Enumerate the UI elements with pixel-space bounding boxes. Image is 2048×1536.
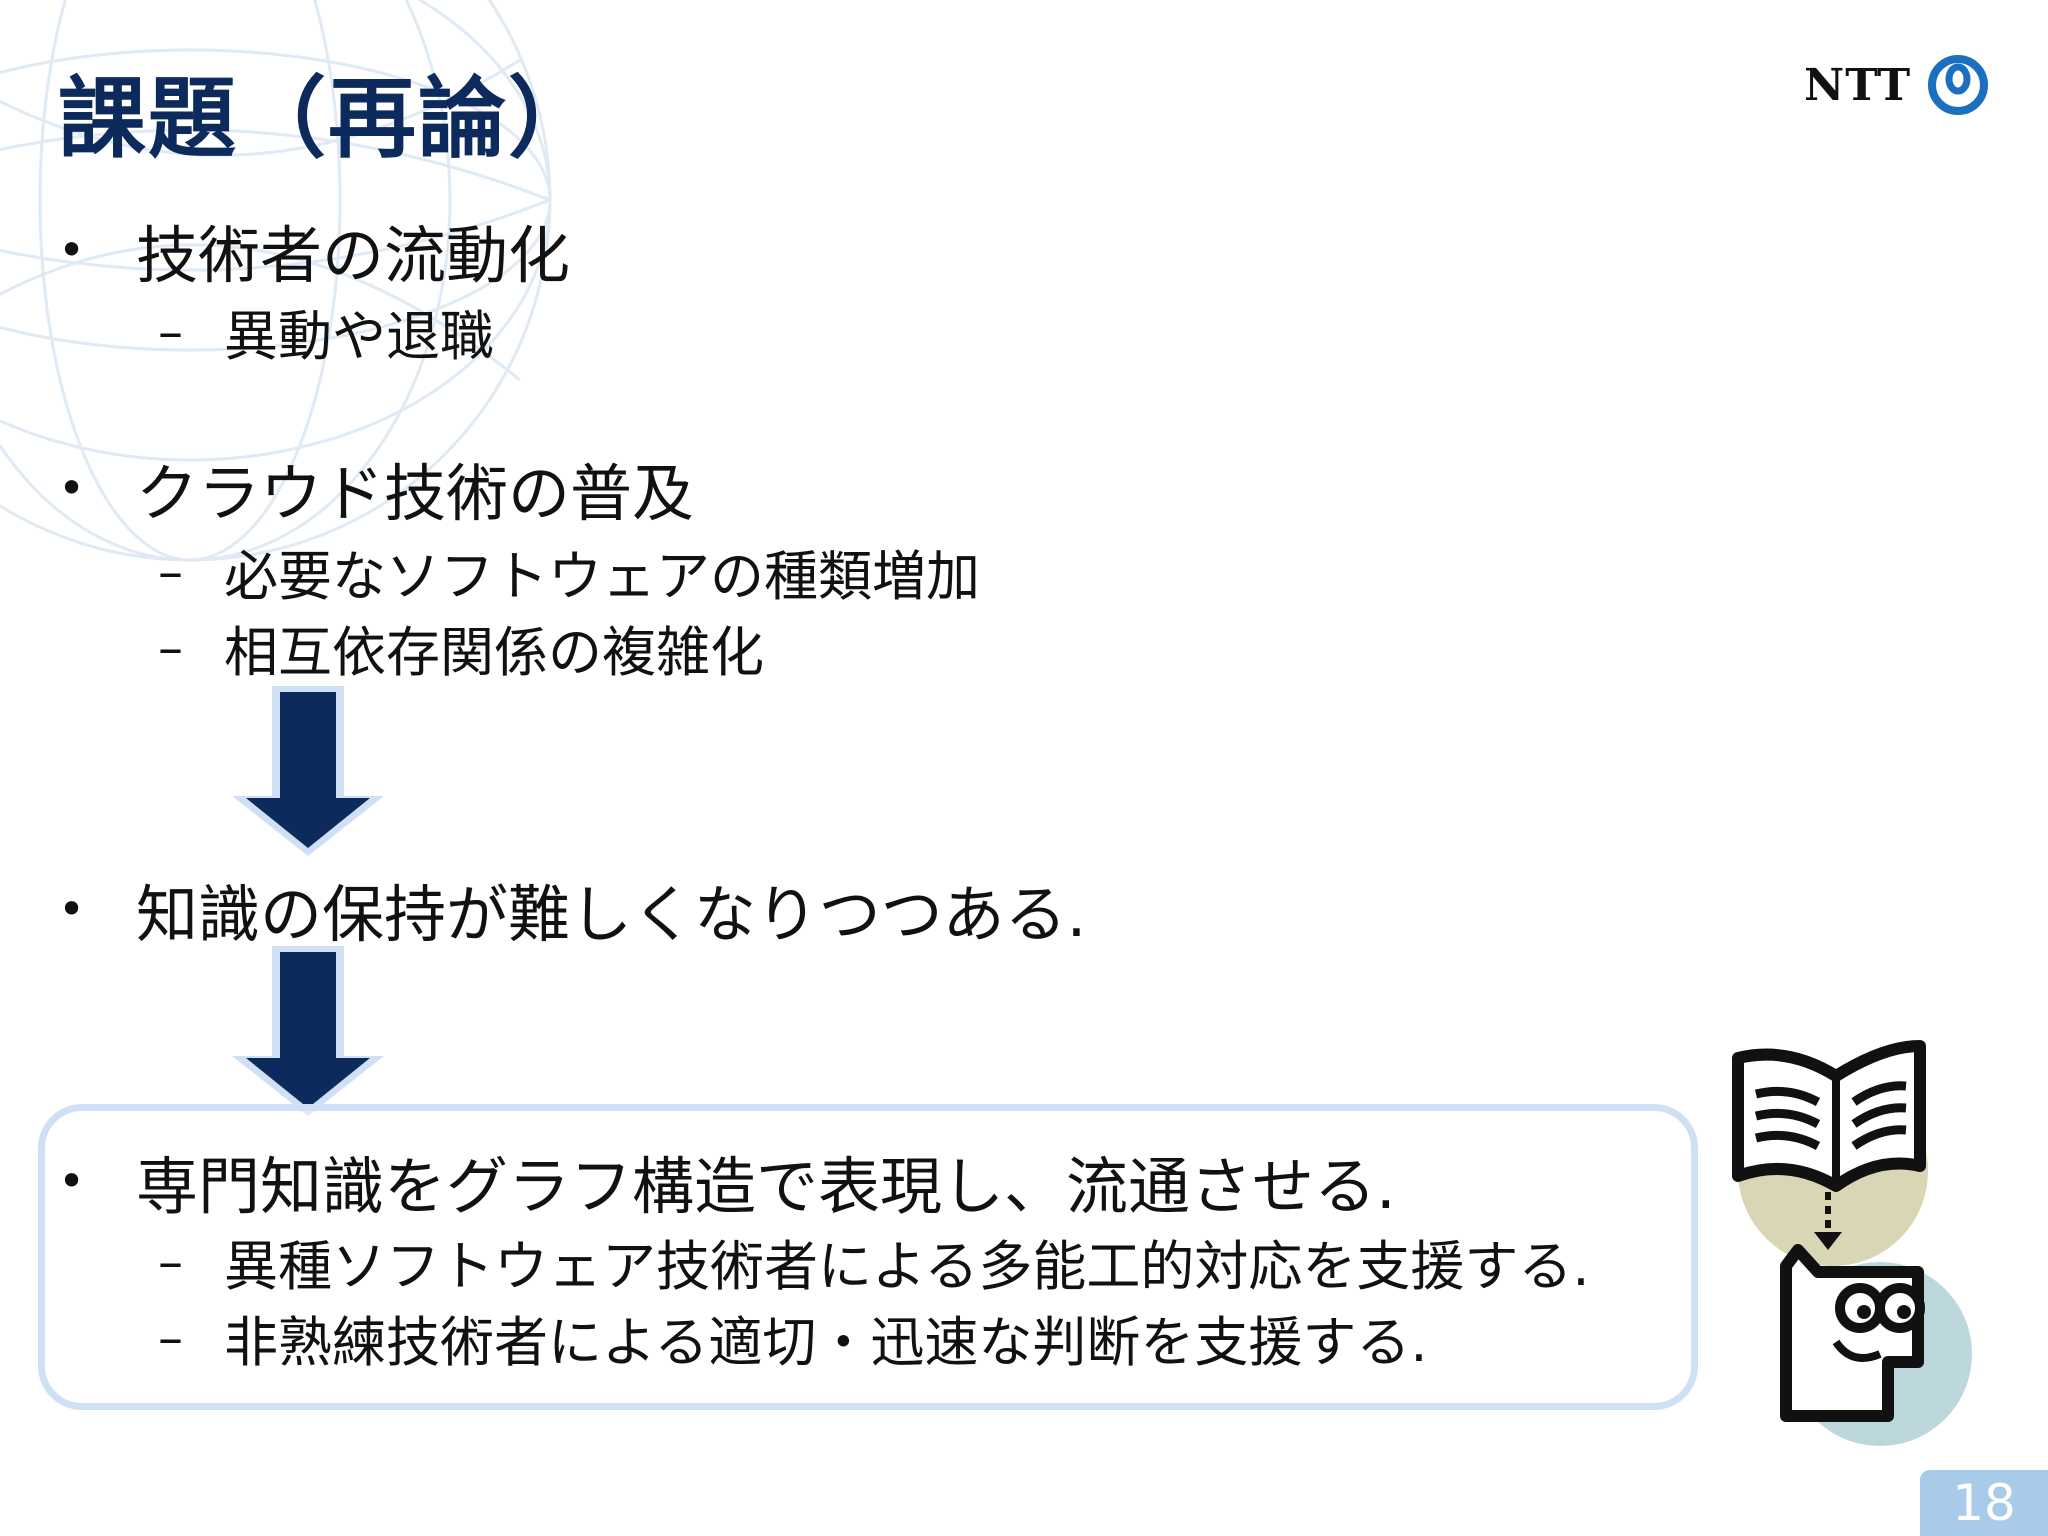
logo-text: NTT	[1804, 59, 1912, 111]
bullet-item: • 技術者の流動化	[58, 205, 570, 295]
sub-text: 相互依存関係の複雑化	[224, 621, 764, 684]
bullet-marker: •	[58, 461, 86, 515]
bullet-item: • 専門知識をグラフ構造で表現し、流通させる.	[58, 1136, 1396, 1226]
conclusion-box	[38, 1104, 1698, 1410]
bullet-text: 技術者の流動化	[136, 219, 571, 292]
bullet-marker: •	[58, 882, 86, 936]
sub-text: 異種ソフトウェア技術者による多能工的対応を支援する.	[224, 1235, 1590, 1298]
page-number: 18	[1952, 1474, 2016, 1532]
dash-marker: –	[158, 618, 183, 677]
sub-text: 非熟練技術者による適切・迅速な判断を支援する.	[224, 1311, 1428, 1374]
sub-item: – 必要なソフトウェアの種類増加	[158, 532, 980, 611]
down-arrow-icon	[232, 946, 384, 1116]
slide-title: 課題（再論）	[58, 67, 599, 170]
down-arrow-icon	[232, 686, 384, 856]
sub-text: 異動や退職	[224, 305, 494, 368]
ntt-logo-icon	[1928, 55, 1989, 115]
globe-watermark	[0, 0, 552, 562]
sub-item: – 相互依存関係の複雑化	[158, 608, 764, 687]
bullet-marker: •	[58, 1154, 86, 1208]
bullet-item: • クラウド技術の普及	[58, 443, 694, 533]
page-number-badge: 18	[1920, 1470, 2048, 1536]
dash-marker: –	[158, 1308, 183, 1367]
sub-text: 必要なソフトウェアの種類増加	[224, 545, 980, 608]
dash-marker: –	[158, 542, 183, 601]
bullet-text: 知識の保持が難しくなりつつある.	[136, 878, 1087, 951]
sub-item: – 異動や退職	[158, 292, 494, 371]
bullet-item: • 知識の保持が難しくなりつつある.	[58, 864, 1086, 954]
sub-item: – 非熟練技術者による適切・迅速な判断を支援する.	[158, 1298, 1428, 1377]
sub-item: – 異種ソフトウェア技術者による多能工的対応を支援する.	[158, 1222, 1590, 1301]
bullet-text: クラウド技術の普及	[136, 457, 695, 530]
dash-marker: –	[158, 1232, 183, 1291]
bullet-marker: •	[58, 223, 86, 277]
ntt-logo: NTT	[1804, 54, 1989, 116]
dash-marker: –	[158, 302, 183, 361]
bullet-text: 専門知識をグラフ構造で表現し、流通させる.	[136, 1150, 1396, 1223]
book-reader-icon	[1732, 1040, 1972, 1446]
